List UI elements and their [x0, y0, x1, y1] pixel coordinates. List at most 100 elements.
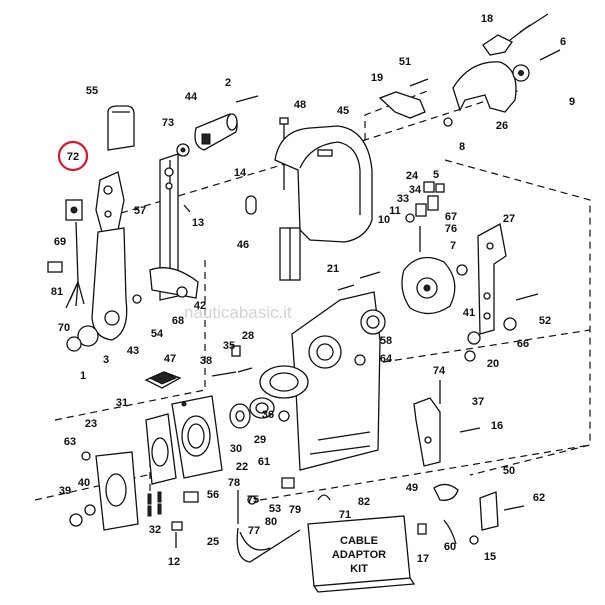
callout-41: 41 [463, 307, 475, 319]
box-line-3: KIT [350, 563, 368, 575]
pad-and-bolts [144, 345, 253, 389]
callout-17: 17 [417, 553, 429, 565]
callout-43: 43 [127, 345, 139, 357]
washers-39-40 [69, 504, 96, 527]
main-mounting-plate [291, 291, 386, 471]
callout-37: 37 [472, 396, 484, 408]
callout-18: 18 [481, 13, 493, 25]
callout-47: 47 [164, 353, 176, 365]
callout-28: 28 [242, 330, 254, 342]
part-45-housing-cover [274, 125, 373, 281]
callout-77: 77 [248, 525, 260, 537]
callout-33: 33 [397, 193, 409, 205]
callout-81: 81 [51, 286, 63, 298]
callout-21: 21 [327, 263, 339, 275]
callout-50: 50 [503, 465, 515, 477]
callout-34: 34 [409, 184, 422, 196]
callout-73: 73 [162, 117, 174, 129]
callout-24: 24 [406, 170, 419, 182]
callout-69: 69 [54, 236, 66, 248]
upper-bracket-group [378, 13, 561, 127]
callout-44: 44 [185, 91, 198, 103]
callout-20: 20 [487, 358, 499, 370]
callout-74: 74 [433, 365, 446, 377]
part-37-bracket [413, 380, 481, 467]
callout-7: 7 [450, 240, 456, 252]
callout-25: 25 [207, 536, 219, 548]
callout-6: 6 [560, 36, 566, 48]
watermark-text: nauticabasic.it [184, 303, 292, 322]
part-32-pins [147, 491, 162, 517]
callout-23: 23 [85, 418, 97, 430]
box-line-1: CABLE [340, 535, 378, 547]
callout-45: 45 [337, 105, 349, 117]
callout-19: 19 [371, 72, 383, 84]
callout-55: 55 [86, 85, 98, 97]
right-hardware [464, 293, 539, 362]
part-71-clip [317, 494, 331, 501]
callout-51: 51 [399, 56, 411, 68]
callout-79: 79 [289, 504, 301, 516]
callout-3: 3 [103, 354, 109, 366]
callout-32: 32 [149, 524, 161, 536]
callout-9: 9 [569, 96, 575, 108]
callout-64: 64 [380, 353, 393, 365]
callout-42: 42 [194, 300, 206, 312]
callout-10: 10 [378, 214, 390, 226]
callout-61: 61 [258, 456, 270, 468]
part-31-gasket [145, 413, 177, 485]
cable-adaptor-kit-box: CABLE ADAPTOR KIT [307, 515, 416, 593]
callout-75: 75 [247, 494, 259, 506]
callout-80: 80 [265, 516, 277, 528]
callout-26: 26 [496, 120, 508, 132]
callout-31: 31 [116, 397, 128, 409]
part-42-lever [132, 153, 199, 304]
callout-29: 29 [254, 434, 266, 446]
box-line-2: ADAPTOR [332, 549, 386, 561]
part-22-plate [171, 395, 223, 479]
callout-36: 36 [262, 409, 274, 421]
part-21-gear [337, 256, 456, 315]
part-73-bushing [176, 143, 190, 157]
callout-76: 76 [445, 223, 457, 235]
callout-58: 58 [380, 335, 392, 347]
callout-5: 5 [433, 169, 439, 181]
cable-assembly [236, 477, 301, 563]
callout-11: 11 [389, 205, 401, 217]
ring-parts [229, 365, 309, 429]
callout-48: 48 [294, 99, 306, 111]
part-27-bracket [456, 223, 507, 335]
callout-38: 38 [200, 355, 212, 367]
part-23-base-plate [81, 451, 139, 531]
callout-16: 16 [491, 420, 503, 432]
callout-35: 35 [223, 340, 235, 352]
callout-13: 13 [192, 217, 204, 229]
callout-30: 30 [230, 443, 242, 455]
part-43-control-arm [66, 227, 128, 352]
callout-57: 57 [134, 205, 146, 217]
callout-40: 40 [78, 477, 90, 489]
lower-right-hardware [417, 483, 525, 545]
callout-82: 82 [358, 496, 370, 508]
callout-49: 49 [406, 482, 418, 494]
part-44-cylinder [194, 113, 238, 151]
callout-46: 46 [237, 239, 249, 251]
callout-70: 70 [58, 322, 70, 334]
callout-71: 71 [339, 509, 351, 521]
highlight-ring [57, 140, 89, 172]
callout-78: 78 [228, 477, 240, 489]
callout-1: 1 [80, 370, 86, 382]
callout-53: 53 [269, 503, 281, 515]
part-55-cap [107, 105, 135, 151]
lower-small-parts [171, 491, 199, 548]
callout-72: 72 [67, 151, 79, 163]
callout-54: 54 [151, 328, 164, 340]
part-72-bracket [95, 171, 125, 233]
callout-8: 8 [459, 141, 465, 153]
callout-22: 22 [236, 461, 248, 473]
callout-60: 60 [444, 541, 456, 553]
callout-67: 67 [445, 211, 457, 223]
callout-27: 27 [503, 213, 515, 225]
